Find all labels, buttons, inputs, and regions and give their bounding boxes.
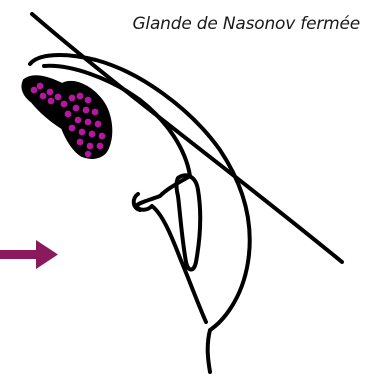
diagram-caption: Glande de Nasonov fermée: [0, 14, 360, 34]
nasonov-gland-cells: [22, 76, 111, 158]
pointer-arrow: [0, 240, 58, 269]
